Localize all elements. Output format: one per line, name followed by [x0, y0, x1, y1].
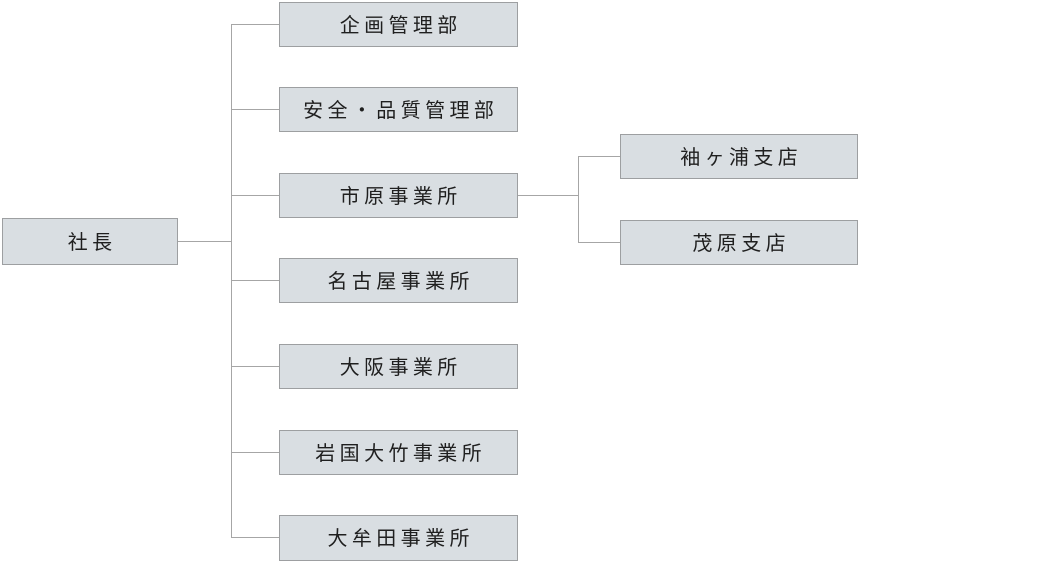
- node-safety-quality-management-dept: 安全・品質管理部: [279, 87, 518, 132]
- node-president: 社長: [2, 218, 178, 265]
- connector-to-osaka-office: [231, 366, 279, 367]
- node-omuta-office-label: 大牟田事業所: [327, 526, 474, 550]
- node-osaka-office: 大阪事業所: [279, 344, 518, 389]
- connector-right-trunk: [578, 156, 579, 243]
- node-mobara-branch: 茂原支店: [620, 220, 858, 265]
- node-sodegaura-branch: 袖ヶ浦支店: [620, 134, 858, 179]
- connector-to-omuta-office: [231, 537, 279, 538]
- node-iwakuni-otake-office-label: 岩国大竹事業所: [315, 440, 487, 465]
- node-nagoya-office: 名古屋事業所: [279, 258, 518, 303]
- node-osaka-office-label: 大阪事業所: [339, 354, 462, 379]
- node-ichihara-office-label: 市原事業所: [339, 183, 462, 208]
- node-safety-quality-management-dept-label: 安全・品質管理部: [303, 97, 499, 122]
- connector-to-planning-dept: [231, 24, 279, 25]
- connector-to-ichihara-office: [231, 195, 279, 196]
- node-mobara-branch-label: 茂原支店: [692, 230, 790, 255]
- connector-to-nagoya-office: [231, 280, 279, 281]
- connector-left-trunk: [231, 24, 232, 538]
- connector-to-mobara-branch: [578, 242, 620, 243]
- node-iwakuni-otake-office: 岩国大竹事業所: [279, 430, 518, 475]
- node-planning-management-dept-label: 企画管理部: [339, 12, 462, 37]
- connector-to-safety-quality-dept: [231, 109, 279, 110]
- connector-ichihara-to-trunk: [518, 195, 578, 196]
- connector-to-iwakuni-otake-office: [231, 452, 279, 453]
- node-omuta-office: 大牟田事業所: [279, 515, 518, 561]
- node-ichihara-office: 市原事業所: [279, 173, 518, 218]
- connector-president-to-trunk: [178, 241, 232, 242]
- connector-to-sodegaura-branch: [578, 156, 620, 157]
- node-nagoya-office-label: 名古屋事業所: [327, 268, 474, 293]
- node-planning-management-dept: 企画管理部: [279, 2, 518, 47]
- node-sodegaura-branch-label: 袖ヶ浦支店: [680, 144, 803, 169]
- node-president-label: 社長: [67, 229, 117, 254]
